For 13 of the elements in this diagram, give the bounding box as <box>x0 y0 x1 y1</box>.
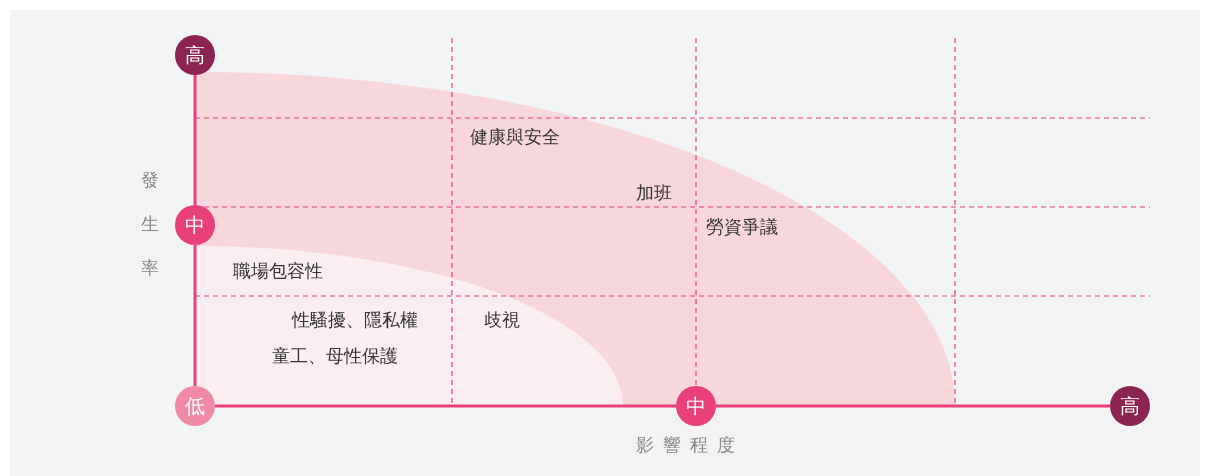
axis-line <box>215 404 676 408</box>
axis-line <box>193 75 197 205</box>
risk-label: 童工、母性保護 <box>272 344 398 368</box>
axis-title: 發生率 <box>141 168 159 280</box>
risk-label: 加班 <box>636 181 672 205</box>
axis-line <box>193 245 197 386</box>
risk-label: 健康與安全 <box>470 125 560 149</box>
risk-label: 勞資爭議 <box>706 215 778 239</box>
risk-label: 歧視 <box>484 308 520 332</box>
axis-title: 影響程度 <box>636 433 744 457</box>
axis-line <box>716 404 1110 408</box>
risk-label: 性騷擾、隱私權 <box>292 308 418 332</box>
risk-label: 職場包容性 <box>233 259 323 283</box>
